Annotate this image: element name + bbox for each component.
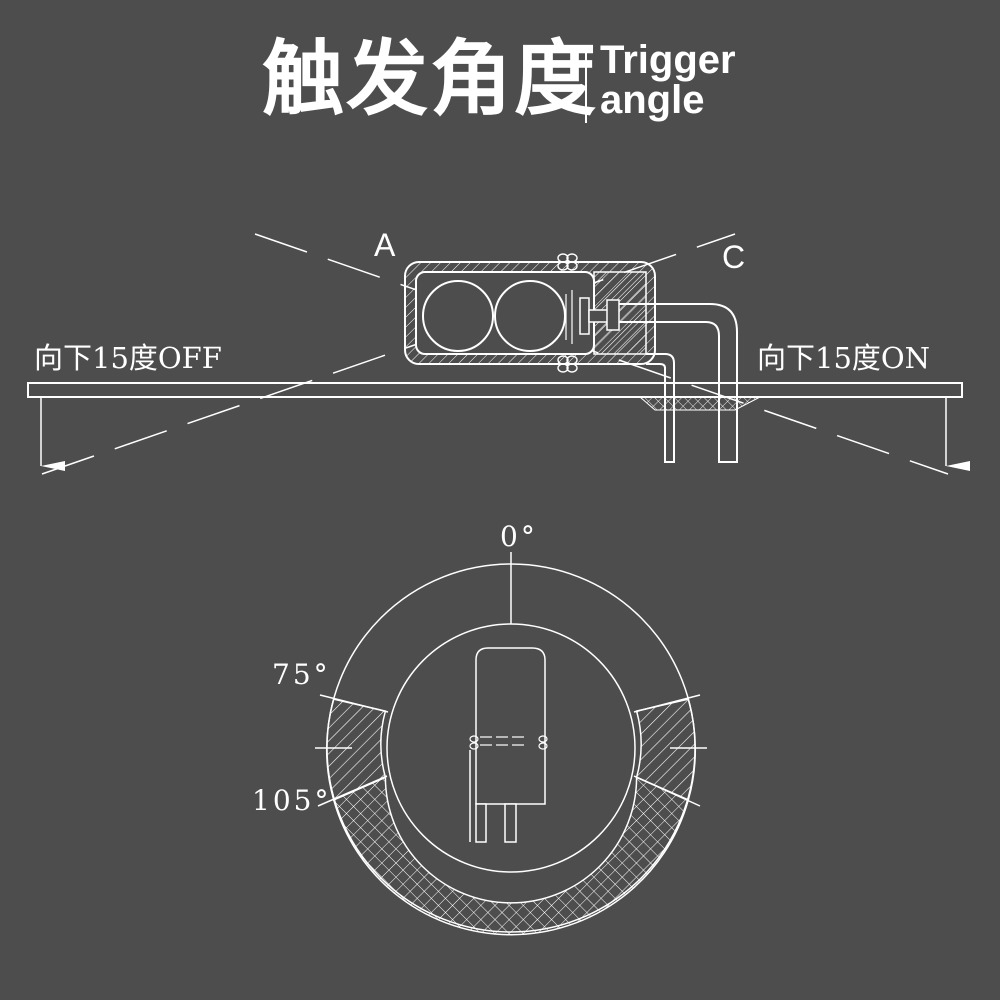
right-note: 向下15度ON: [757, 341, 930, 375]
label-0deg: 0°: [500, 520, 538, 553]
axis-75deg-left: [319, 694, 389, 713]
label-a: A: [374, 227, 396, 263]
label-105deg: 105°: [252, 784, 331, 817]
title-english: Trigger angle: [600, 40, 736, 120]
contact-block: [606, 299, 620, 331]
tilt-line-off: [254, 233, 949, 475]
label-c: C: [722, 239, 745, 275]
mounting-plate: [27, 382, 963, 398]
title-english-line1: Trigger: [600, 38, 736, 82]
ball-b: [494, 280, 566, 352]
switch-leg-left: [475, 803, 487, 843]
lead-wire-inner: [646, 353, 675, 463]
lead-wire-outer: [619, 303, 738, 463]
title-separator: [585, 45, 587, 123]
crimp-ring-bottom: [557, 355, 578, 373]
axis-105deg-left: [317, 775, 388, 807]
axis-105deg-right: [633, 775, 701, 807]
left-note: 向下15度OFF: [34, 341, 222, 375]
dial-view: [315, 552, 707, 936]
crimp-ring-top: [557, 253, 578, 271]
switch-leg-right: [504, 803, 517, 843]
weld-hatch: [638, 396, 761, 411]
side-view: [27, 233, 970, 475]
axis-75deg-right: [633, 694, 701, 713]
switch-crimp-marks: [469, 735, 548, 750]
ball-a: [422, 280, 494, 352]
label-75deg: 75°: [272, 658, 331, 691]
contact-connector: [588, 309, 610, 323]
title-english-line2: angle: [600, 78, 705, 122]
tilt-line-on: [41, 233, 736, 475]
contact-pin: [579, 297, 590, 335]
switch-body-top-view: [475, 647, 546, 805]
title-chinese: 触发角度: [262, 32, 599, 127]
